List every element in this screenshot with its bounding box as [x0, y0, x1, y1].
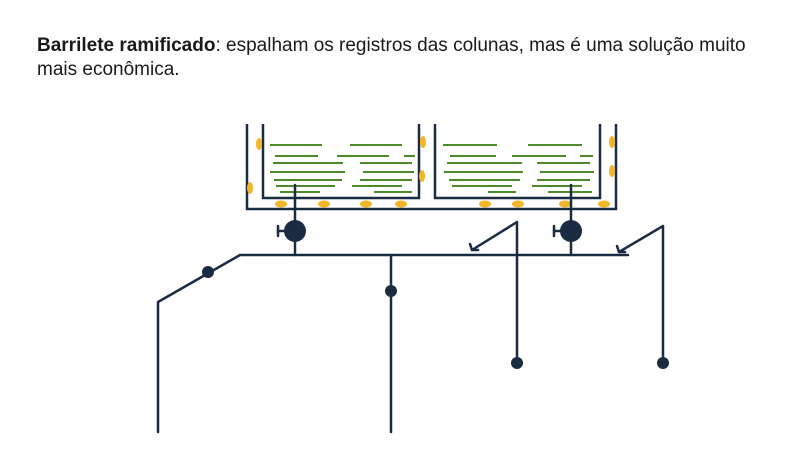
branch-valve-left: [202, 266, 214, 278]
arrow-branch-2: [615, 244, 627, 254]
column-branch-2: [617, 224, 665, 365]
register-valve-left: [284, 220, 306, 242]
arrow-branch-1: [468, 242, 480, 252]
column-left: [156, 253, 242, 434]
caption-bold: Barrilete ramificado: [37, 35, 216, 56]
column-branch-1: [470, 220, 519, 365]
tank-right-compartment: [433, 124, 602, 200]
tank-outer-wall: [245, 124, 618, 211]
tank-left-compartment: [261, 124, 421, 200]
caption-rest: : espalham os registros das colunas, mas…: [37, 35, 746, 80]
sediment-dots: [247, 136, 615, 208]
valves-and-endpoints: [202, 220, 669, 369]
reservoir-tank: [245, 124, 618, 211]
branch-valve-center: [385, 285, 397, 297]
register-valve-right: [560, 220, 582, 242]
water-lines-left: [270, 144, 415, 193]
pipe-network: [156, 183, 665, 434]
water-lines-right: [443, 144, 594, 193]
caption-text: Barrilete ramificado: espalham os regist…: [37, 34, 757, 82]
column-endpoint-2: [657, 357, 669, 369]
column-endpoint-1: [511, 357, 523, 369]
